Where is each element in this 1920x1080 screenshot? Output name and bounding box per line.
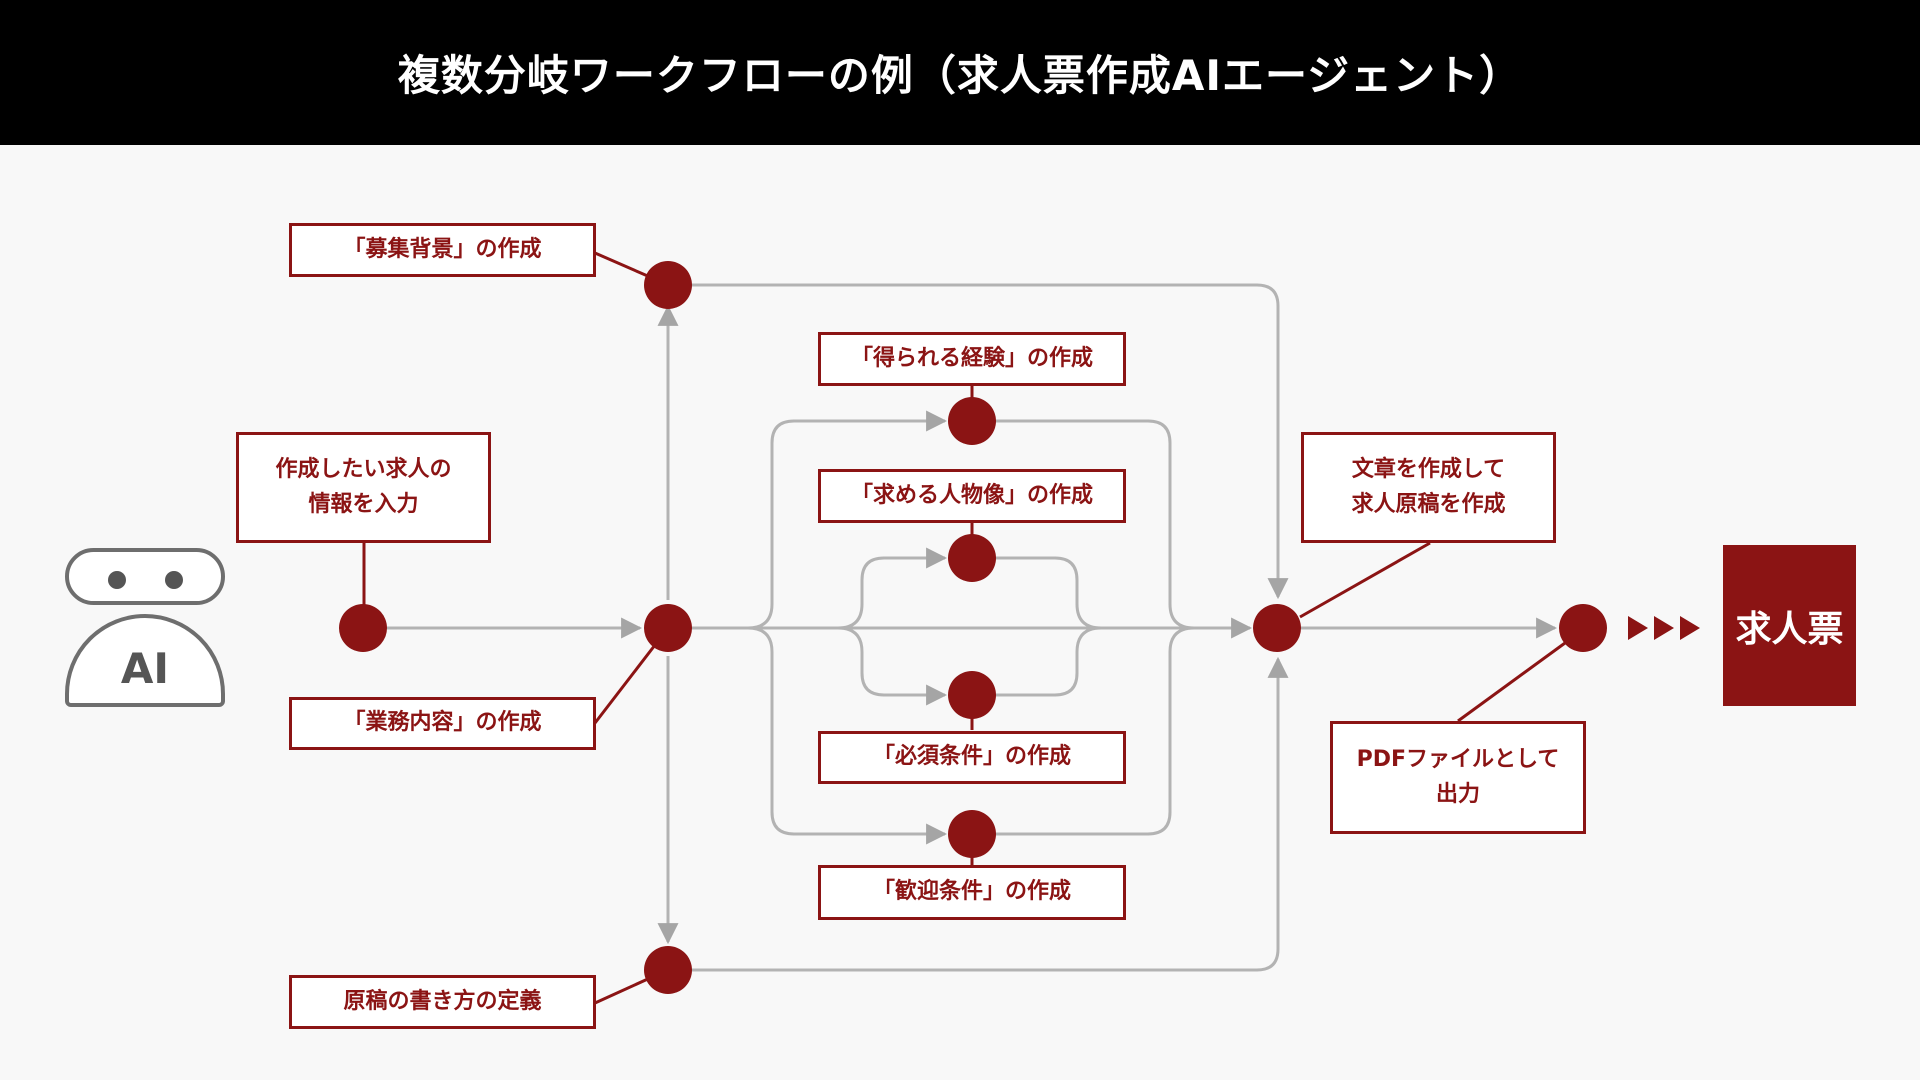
page-title: 複数分岐ワークフローの例（求人票作成AIエージェント）	[0, 0, 1920, 145]
connector-merge-required	[995, 626, 1102, 697]
connector-branch-experience	[747, 410, 948, 630]
connector-merge-experience	[995, 419, 1195, 630]
arrowhead-2	[1654, 616, 1674, 640]
node-compose	[1253, 604, 1301, 652]
workflow-nodes	[339, 261, 1607, 994]
label-compose: 文章を作成して 求人原稿を作成	[1301, 432, 1556, 543]
node-input	[339, 604, 387, 652]
leader-duties	[593, 644, 657, 724]
arrowhead-3	[1680, 616, 1700, 640]
label-required: 「必須条件」の作成	[818, 731, 1126, 784]
label-guide: 原稿の書き方の定義	[289, 975, 596, 1029]
connector-branch-persona	[837, 547, 948, 630]
label-experience: 「得られる経験」の作成	[818, 332, 1126, 386]
node-experience	[948, 397, 996, 445]
arrowhead-1	[1628, 616, 1648, 640]
label-welcome: 「歓迎条件」の作成	[818, 865, 1126, 920]
connector-branch-welcome	[747, 626, 948, 845]
node-welcome	[948, 810, 996, 858]
output-job-posting: 求人票	[1723, 545, 1856, 706]
connector-lines	[367, 283, 1558, 972]
label-input-info: 作成したい求人の 情報を入力	[236, 432, 491, 543]
connector-branch-required	[837, 626, 948, 706]
connector-merge-persona	[995, 556, 1102, 630]
label-pdf-output: PDFファイルとして 出力	[1330, 721, 1586, 834]
robot-eye-left	[108, 571, 126, 589]
label-background: 「募集背景」の作成	[289, 223, 596, 277]
label-leader-lines	[362, 251, 1566, 1005]
node-guide	[644, 946, 692, 994]
connector-bottom-route	[688, 656, 1289, 972]
output-arrows	[1628, 616, 1700, 640]
node-required	[948, 671, 996, 719]
leader-background	[594, 251, 651, 279]
leader-compose	[1299, 541, 1431, 619]
connector-top-route	[688, 283, 1289, 600]
robot-eye-right	[165, 571, 183, 589]
robot-head-icon	[65, 548, 225, 605]
label-duties: 「業務内容」の作成	[289, 697, 596, 750]
leader-pdf	[1457, 641, 1566, 723]
node-hub	[644, 604, 692, 652]
leader-guide	[594, 976, 651, 1005]
node-background	[644, 261, 692, 309]
label-persona: 「求める人物像」の作成	[818, 469, 1126, 523]
node-persona	[948, 534, 996, 582]
node-pdf	[1559, 604, 1607, 652]
connector-merge-welcome	[995, 626, 1195, 836]
